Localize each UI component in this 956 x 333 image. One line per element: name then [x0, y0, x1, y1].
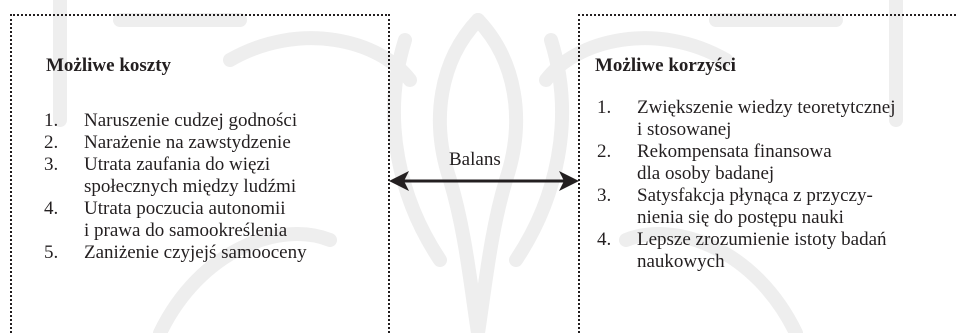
item-text: Naruszenie cudzej godności	[84, 110, 298, 131]
benefits-box: Możliwe korzyści 1. Zwiększenie wiedzy t…	[578, 14, 956, 333]
list-item: 4. Utrata poczucia autonomii i prawa do …	[44, 198, 384, 242]
list-item: 4. Lepsze zrozumienie istoty badań nauko…	[597, 229, 955, 273]
list-item: 3. Utrata zaufania do więzi społecznych …	[44, 154, 384, 198]
item-text: Zwiększenie wiedzy teoretytcznej i stoso…	[637, 97, 896, 140]
benefits-title: Możliwe korzyści	[595, 55, 736, 76]
costs-title: Możliwe koszty	[46, 55, 172, 76]
item-text: Zaniżenie czyjejś samooceny	[84, 242, 307, 263]
item-text: Utrata poczucia autonomii i prawa do sam…	[84, 198, 288, 241]
item-text: Rekompensata finansowa dla osoby badanej	[637, 141, 832, 184]
costs-list: 1. Naruszenie cudzej godności 2. Narażen…	[44, 110, 384, 264]
list-item: 2. Rekompensata finansowa dla osoby bada…	[597, 141, 955, 185]
list-item: 2. Narażenie na zawstydzenie	[44, 132, 384, 154]
item-number: 1.	[44, 110, 59, 131]
item-number: 4.	[44, 198, 59, 219]
list-item: 3. Satysfakcja płynąca z przyczy- nienia…	[597, 185, 955, 229]
item-number: 1.	[597, 97, 612, 118]
item-text: Utrata zaufania do więzi społecznych mię…	[84, 154, 297, 197]
costs-box: Możliwe koszty 1. Naruszenie cudzej godn…	[10, 14, 390, 333]
item-number: 3.	[44, 154, 59, 175]
benefits-list: 1. Zwiększenie wiedzy teoretytcznej i st…	[597, 97, 955, 273]
item-text: Narażenie na zawstydzenie	[84, 132, 291, 153]
list-item: 1. Naruszenie cudzej godności	[44, 110, 384, 132]
item-text: Lepsze zrozumienie istoty badań naukowyc…	[637, 229, 887, 272]
item-number: 5.	[44, 242, 59, 263]
item-number: 3.	[597, 185, 612, 206]
item-number: 4.	[597, 229, 612, 250]
item-text: Satysfakcja płynąca z przyczy- nienia si…	[637, 185, 873, 228]
balance-label: Balans	[449, 149, 501, 170]
item-number: 2.	[597, 141, 612, 162]
list-item: 5. Zaniżenie czyjejś samooceny	[44, 242, 384, 264]
item-number: 2.	[44, 132, 59, 153]
list-item: 1. Zwiększenie wiedzy teoretytcznej i st…	[597, 97, 955, 141]
